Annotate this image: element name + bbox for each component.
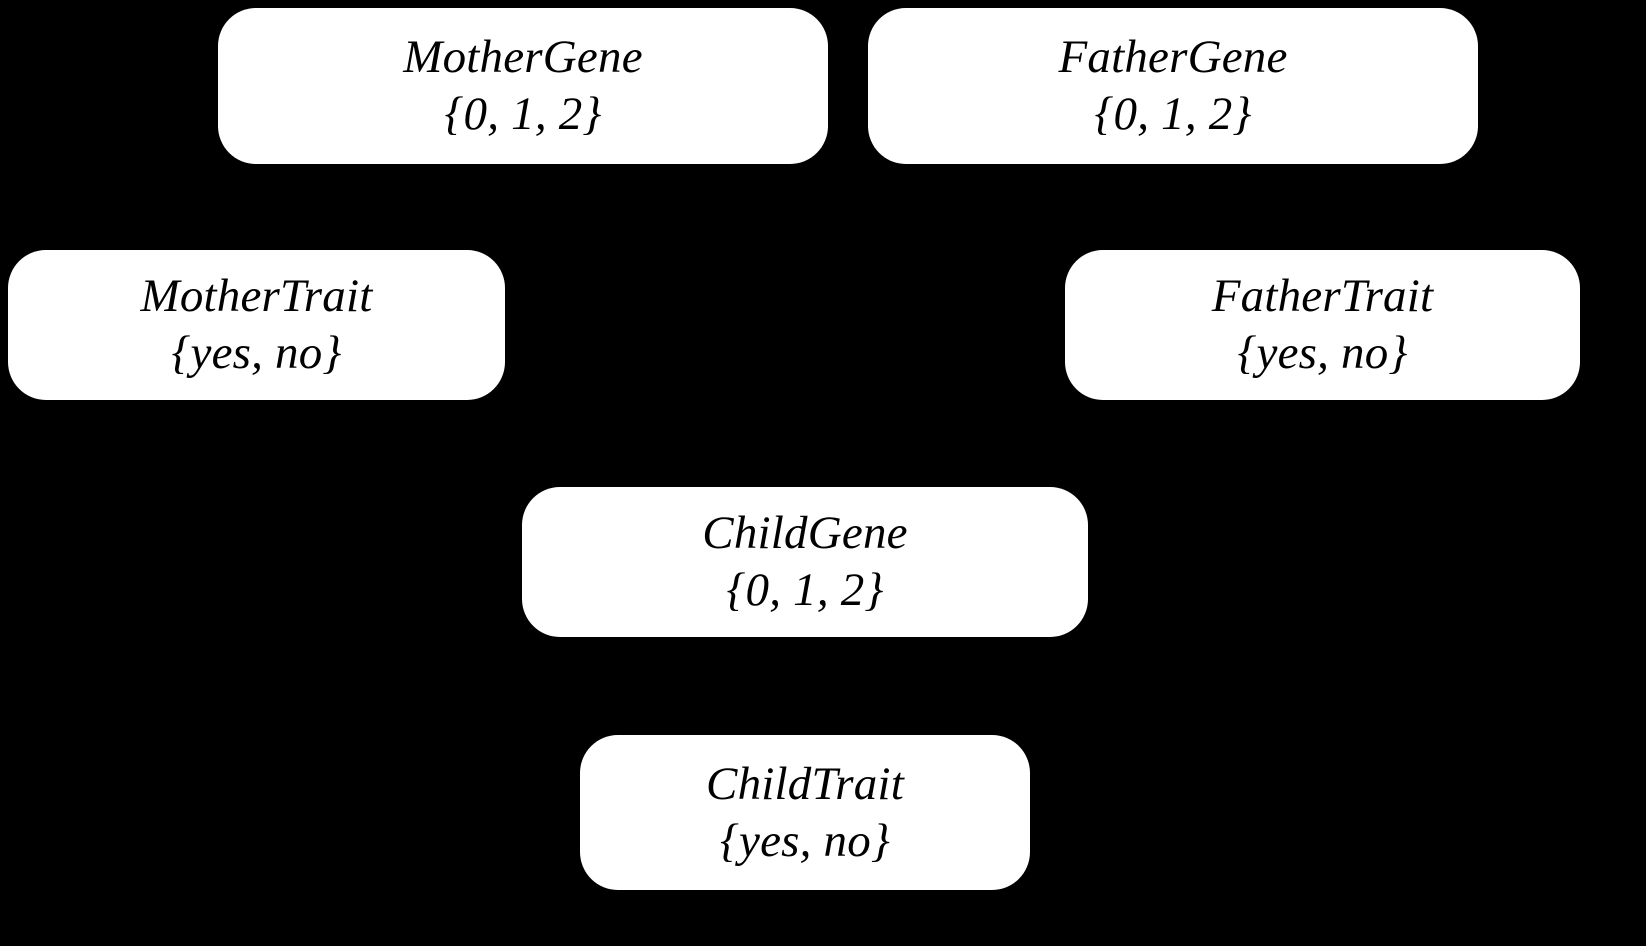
- node-mother-gene-domain: {0, 1, 2}: [444, 88, 602, 140]
- node-father-gene-domain: {0, 1, 2}: [1094, 88, 1252, 140]
- node-child-trait-label: ChildTrait: [706, 757, 904, 810]
- node-child-gene-domain: {0, 1, 2}: [726, 564, 884, 616]
- node-mother-gene-label: MotherGene: [403, 31, 643, 84]
- node-father-trait-label: FatherTrait: [1211, 270, 1434, 323]
- node-mother-trait[interactable]: MotherTrait {yes, no}: [8, 250, 505, 400]
- node-child-trait[interactable]: ChildTrait {yes, no}: [580, 735, 1030, 890]
- node-father-gene[interactable]: FatherGene {0, 1, 2}: [868, 8, 1478, 164]
- node-father-trait-domain: {yes, no}: [1237, 327, 1408, 379]
- node-father-gene-label: FatherGene: [1058, 31, 1288, 84]
- node-mother-trait-label: MotherTrait: [140, 270, 373, 323]
- node-child-trait-domain: {yes, no}: [720, 814, 890, 867]
- node-father-trait[interactable]: FatherTrait {yes, no}: [1065, 250, 1580, 400]
- node-child-gene-label: ChildGene: [702, 507, 908, 560]
- node-child-gene[interactable]: ChildGene {0, 1, 2}: [522, 487, 1088, 637]
- node-mother-gene[interactable]: MotherGene {0, 1, 2}: [218, 8, 828, 164]
- node-mother-trait-domain: {yes, no}: [171, 327, 342, 379]
